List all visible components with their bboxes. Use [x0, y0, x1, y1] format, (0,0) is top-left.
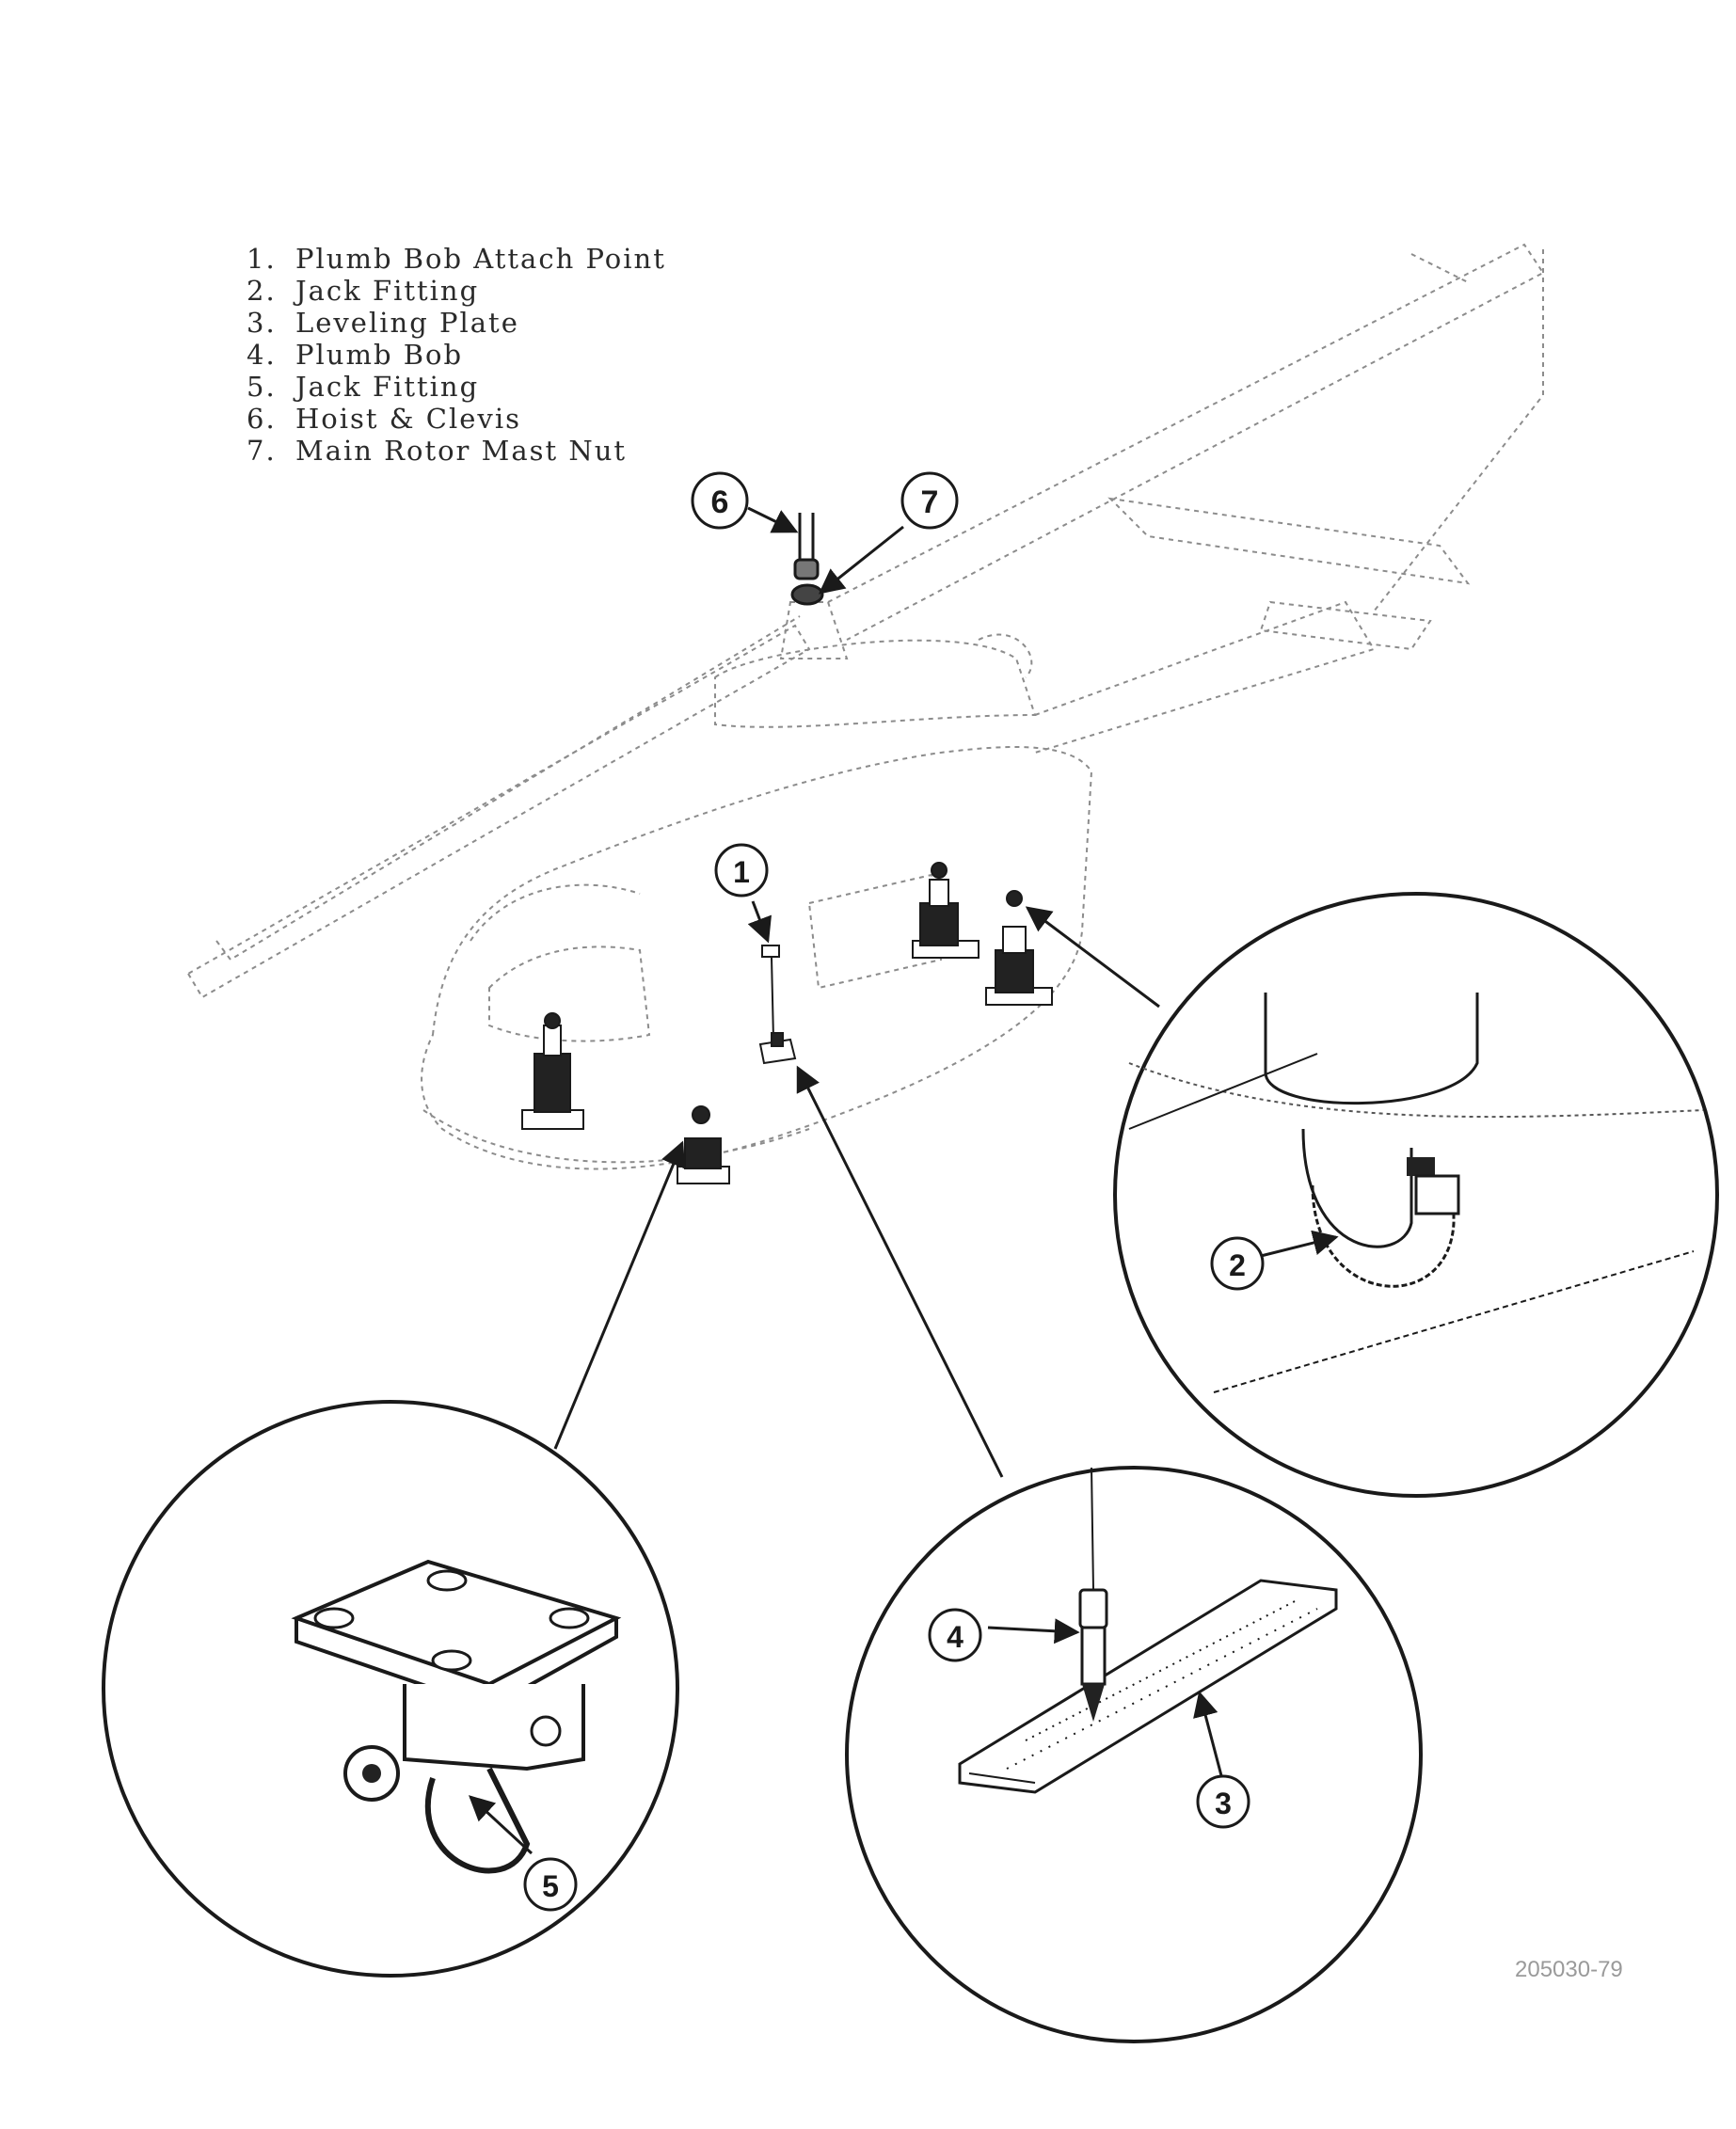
stabilizer-tip: [1259, 600, 1432, 651]
callout-3: 3: [1196, 1774, 1250, 1829]
callout-1: 1: [714, 843, 769, 898]
fuselage: [421, 746, 1093, 1170]
windshield: [470, 883, 641, 942]
jack-front-left: [521, 1012, 584, 1130]
callout-4: 4: [928, 1608, 982, 1662]
leader-to-detail-2: [1025, 906, 1160, 1009]
leader-lines: [553, 506, 1160, 1478]
svg-text:3: 3: [1215, 1787, 1232, 1820]
svg-text:5: 5: [542, 1869, 559, 1903]
legend-item: 1.Plumb Bob Attach Point: [247, 243, 666, 275]
detail-circle-jack-fitting-top: [1113, 892, 1719, 1498]
rotor-blade-right: [827, 243, 1545, 641]
tail-boom-top: [1373, 249, 1544, 612]
exhaust: [978, 633, 1033, 678]
drawing-number: 205030-79: [1515, 1957, 1623, 1982]
hoist-and-clevis: [790, 513, 824, 606]
legend-item: 2.Jack Fitting: [247, 275, 480, 307]
plumb-bob-assembly-small: [758, 945, 797, 1065]
parts-legend: 1.Plumb Bob Attach Point 2.Jack Fitting …: [247, 243, 666, 467]
leader-to-detail-5: [553, 1140, 686, 1450]
legend-item: 6.Hoist & Clevis: [247, 403, 521, 435]
legend-item: 4.Plumb Bob: [247, 339, 464, 371]
legend-item: 7.Main Rotor Mast Nut: [247, 435, 628, 467]
rotor-blade-left-edge: [215, 615, 801, 961]
helicopter-phantom-outline: [186, 243, 1545, 1170]
svg-text:1: 1: [733, 855, 750, 889]
leader-6: [747, 506, 799, 533]
jack-rear-left: [912, 862, 979, 959]
tail-fin-mark: [1410, 253, 1469, 283]
engine-cowling: [714, 639, 1037, 728]
svg-text:2: 2: [1229, 1248, 1246, 1282]
callout-7: 7: [900, 471, 959, 530]
svg-text:4: 4: [947, 1620, 964, 1654]
skid: [422, 1109, 810, 1164]
horizontal-stabilizer: [1107, 497, 1471, 585]
detail-leaders: [469, 1230, 1339, 1855]
tail-boom: [1034, 600, 1376, 754]
callouts: 6 7 1 2 4 3 5: [523, 471, 1265, 1912]
legend-item: 3.Leveling Plate: [247, 307, 519, 339]
jack-rear-right: [985, 890, 1053, 1006]
detail-circle-jack-fitting-bottom: [102, 1400, 679, 1978]
cockpit-window: [488, 945, 651, 1042]
callout-5: 5: [523, 1857, 578, 1912]
jack-front-right: [677, 1105, 730, 1184]
leader-7: [818, 525, 904, 595]
detail-circle-leveling-plate: [845, 1466, 1423, 2043]
callout-2: 2: [1210, 1236, 1265, 1291]
cabin-door: [807, 873, 943, 990]
leader-to-detail-3: [796, 1065, 1004, 1478]
leader-1: [747, 900, 772, 944]
rotor-blade-left: [186, 624, 811, 999]
jack-stands: [521, 862, 1053, 1184]
svg-text:6: 6: [711, 485, 729, 520]
callout-6: 6: [691, 471, 749, 530]
legend-item: 5.Jack Fitting: [247, 371, 480, 403]
svg-text:7: 7: [921, 485, 939, 520]
mast: [779, 601, 849, 659]
